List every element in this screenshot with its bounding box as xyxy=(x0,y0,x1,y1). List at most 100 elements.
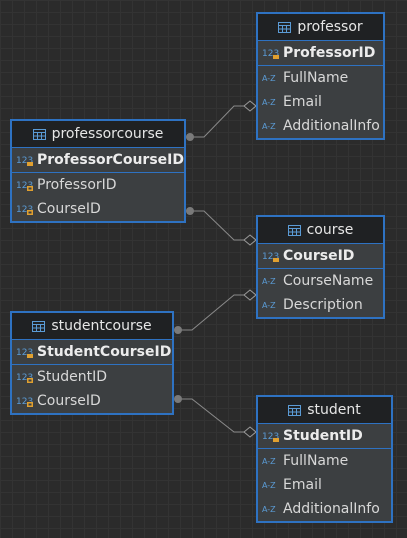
entity-title: studentcourse xyxy=(51,318,152,334)
fields-section: A-Z FullName A-Z Email A-Z AdditionalInf… xyxy=(258,66,383,138)
fields-section: A-Z CourseName A-Z Description xyxy=(258,269,383,317)
text-type-icon: A-Z xyxy=(262,505,276,514)
numeric-key-icon: 123 xyxy=(262,49,279,59)
text-type-icon: A-Z xyxy=(262,277,276,286)
entity-header[interactable]: studentcourse xyxy=(12,313,172,340)
column-name: CourseID xyxy=(283,248,355,264)
column-name: StudentID xyxy=(283,428,363,444)
link-professorcourse-course xyxy=(190,210,248,241)
table-icon xyxy=(32,128,46,140)
table-icon xyxy=(278,21,292,33)
column-name: ProfessorID xyxy=(37,177,117,193)
pk-section: 123 ProfessorCourseID xyxy=(12,148,184,173)
foreign-key-icon: 123 xyxy=(16,373,33,383)
entity-professor[interactable]: professor 123 ProfessorID A-Z FullName A… xyxy=(256,12,385,140)
entity-title: student xyxy=(307,402,361,418)
column-name: CourseName xyxy=(283,273,374,289)
fields-section: A-Z FullName A-Z Email A-Z AdditionalInf… xyxy=(258,449,391,521)
fields-section: 123 StudentID 123 CourseID xyxy=(12,365,172,413)
field-row[interactable]: A-Z CourseName xyxy=(258,269,383,293)
pk-row[interactable]: 123 ProfessorCourseID xyxy=(12,148,184,172)
svg-text:A-Z: A-Z xyxy=(262,505,276,514)
foreign-key-icon: 123 xyxy=(16,181,33,191)
link-end-dot xyxy=(186,207,194,215)
table-icon xyxy=(288,404,302,416)
numeric-key-icon: 123 xyxy=(262,252,279,262)
svg-text:123: 123 xyxy=(16,397,33,407)
link-end-dot xyxy=(174,395,182,403)
text-type-icon: A-Z xyxy=(262,301,276,310)
svg-text:123: 123 xyxy=(262,432,279,442)
entity-header[interactable]: student xyxy=(258,397,391,424)
field-row[interactable]: 123 CourseID xyxy=(12,197,184,221)
column-name: Email xyxy=(283,94,322,110)
entity-title: professor xyxy=(297,19,363,35)
column-name: Description xyxy=(283,297,363,313)
column-name: StudentID xyxy=(37,369,108,385)
numeric-key-icon: 123 xyxy=(16,348,33,358)
svg-text:123: 123 xyxy=(16,348,33,358)
text-type-icon: A-Z xyxy=(262,74,276,83)
pk-section: 123 StudentID xyxy=(258,424,391,449)
text-type-icon: A-Z xyxy=(262,98,276,107)
entity-professorcourse[interactable]: professorcourse 123 ProfessorCourseID 12… xyxy=(10,119,186,223)
column-name: AdditionalInfo xyxy=(283,501,380,517)
table-icon xyxy=(32,320,46,332)
field-row[interactable]: 123 CourseID xyxy=(12,389,172,413)
entity-title: professorcourse xyxy=(51,126,164,142)
pk-row[interactable]: 123 ProfessorID xyxy=(258,41,383,65)
pk-row[interactable]: 123 StudentCourseID xyxy=(12,340,172,364)
svg-text:123: 123 xyxy=(16,181,33,191)
svg-text:A-Z: A-Z xyxy=(262,481,276,490)
link-end-diamond xyxy=(243,426,257,438)
entity-header[interactable]: professor xyxy=(258,14,383,41)
link-end-dot xyxy=(174,326,182,334)
field-row[interactable]: A-Z Email xyxy=(258,90,383,114)
column-name: CourseID xyxy=(37,393,101,409)
column-name: ProfessorID xyxy=(283,45,376,61)
svg-text:A-Z: A-Z xyxy=(262,457,276,466)
link-end-dot xyxy=(186,133,194,141)
column-name: FullName xyxy=(283,453,349,469)
svg-text:123: 123 xyxy=(262,49,279,59)
column-name: StudentCourseID xyxy=(37,344,172,360)
svg-text:A-Z: A-Z xyxy=(262,122,276,131)
link-end-diamond xyxy=(243,234,257,246)
field-row[interactable]: 123 StudentID xyxy=(12,365,172,389)
text-type-icon: A-Z xyxy=(262,122,276,131)
link-end-diamond xyxy=(243,289,257,301)
svg-text:A-Z: A-Z xyxy=(262,98,276,107)
field-row[interactable]: 123 ProfessorID xyxy=(12,173,184,197)
column-name: FullName xyxy=(283,70,349,86)
pk-row[interactable]: 123 CourseID xyxy=(258,244,383,268)
numeric-key-icon: 123 xyxy=(16,156,33,166)
svg-text:123: 123 xyxy=(16,205,33,215)
svg-text:A-Z: A-Z xyxy=(262,301,276,310)
pk-row[interactable]: 123 StudentID xyxy=(258,424,391,448)
pk-section: 123 CourseID xyxy=(258,244,383,269)
entity-course[interactable]: course 123 CourseID A-Z CourseName A-Z D… xyxy=(256,215,385,319)
link-studentcourse-course xyxy=(178,294,248,331)
link-end-diamond xyxy=(243,100,257,112)
field-row[interactable]: A-Z FullName xyxy=(258,66,383,90)
pk-section: 123 StudentCourseID xyxy=(12,340,172,365)
field-row[interactable]: A-Z Email xyxy=(258,473,391,497)
entity-header[interactable]: course xyxy=(258,217,383,244)
svg-text:A-Z: A-Z xyxy=(262,74,276,83)
field-row[interactable]: A-Z FullName xyxy=(258,449,391,473)
link-professorcourse-professor xyxy=(190,105,248,138)
entity-studentcourse[interactable]: studentcourse 123 StudentCourseID 123 St… xyxy=(10,311,174,415)
svg-text:123: 123 xyxy=(262,252,279,262)
foreign-key-icon: 123 xyxy=(16,397,33,407)
entity-student[interactable]: student 123 StudentID A-Z FullName A-Z E… xyxy=(256,395,393,523)
field-row[interactable]: A-Z Description xyxy=(258,293,383,317)
entity-title: course xyxy=(306,222,354,238)
field-row[interactable]: A-Z AdditionalInfo xyxy=(258,114,383,138)
entity-header[interactable]: professorcourse xyxy=(12,121,184,148)
link-studentcourse-student xyxy=(178,398,248,433)
numeric-key-icon: 123 xyxy=(262,432,279,442)
field-row[interactable]: A-Z AdditionalInfo xyxy=(258,497,391,521)
foreign-key-icon: 123 xyxy=(16,205,33,215)
table-icon xyxy=(287,224,301,236)
